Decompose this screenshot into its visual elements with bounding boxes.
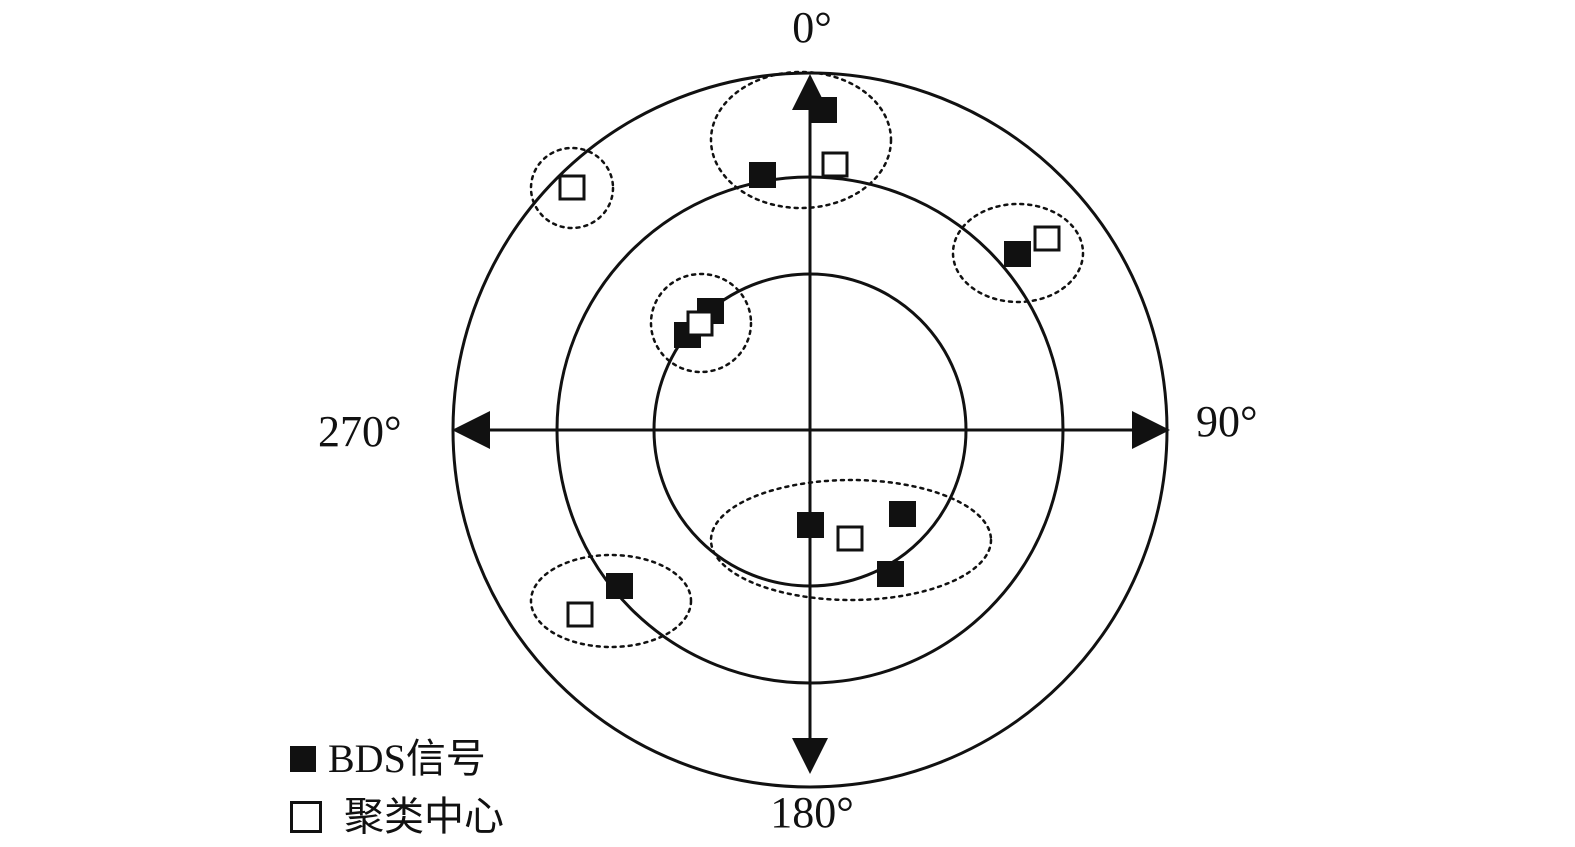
bds-signal-marker <box>889 501 916 527</box>
open-square-icon <box>290 801 322 833</box>
legend-signal-label: BDS信号 <box>328 736 486 781</box>
bds-signal-marker <box>1004 241 1031 267</box>
cluster-boundary <box>649 272 753 374</box>
bds-signal-marker <box>877 561 904 587</box>
cluster-center-marker <box>686 310 714 337</box>
cluster-center-marker <box>821 151 849 178</box>
legend-item-signal: BDS信号 <box>290 730 504 788</box>
legend: BDS信号 聚类中心 <box>290 730 504 846</box>
bds-signal-marker <box>749 162 776 188</box>
cluster-boundary <box>529 146 615 230</box>
legend-item-center: 聚类中心 <box>290 788 504 846</box>
cluster-center-marker <box>558 174 586 201</box>
bds-signal-marker <box>606 573 633 599</box>
arrow-south-icon <box>792 738 828 774</box>
bds-signal-marker <box>810 97 837 123</box>
filled-square-icon <box>290 746 316 772</box>
axis-label-east: 90° <box>1196 397 1258 446</box>
bds-signal-marker <box>797 512 824 538</box>
cluster-center-marker <box>1033 225 1061 252</box>
axis-label-west: 270° <box>318 407 402 456</box>
legend-center-label: 聚类中心 <box>344 794 504 839</box>
arrow-east-icon <box>1132 411 1170 449</box>
axis-label-south: 180° <box>770 788 854 837</box>
cluster-boundary <box>529 553 693 649</box>
cluster-center-marker <box>836 525 864 552</box>
axis-label-north: 0° <box>792 3 832 52</box>
cluster-boundary <box>951 202 1085 304</box>
cluster-boundary <box>709 70 893 210</box>
cluster-center-marker <box>566 601 594 628</box>
cluster-boundary <box>709 478 993 602</box>
arrow-west-icon <box>452 411 490 449</box>
